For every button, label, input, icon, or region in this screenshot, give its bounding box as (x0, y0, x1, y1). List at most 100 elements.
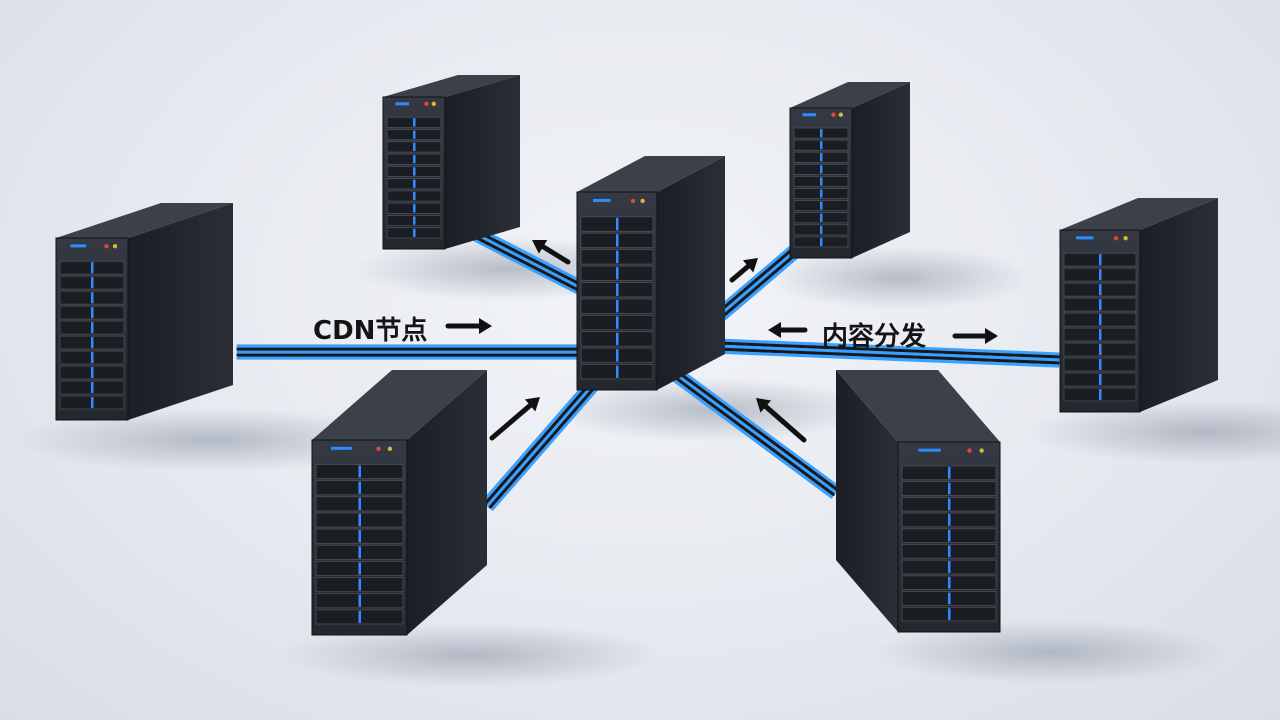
status-led-icon (918, 448, 941, 452)
flow-arrow-head (985, 328, 998, 344)
cable-bottom-right (664, 363, 841, 499)
server-shadow-bottom-left (280, 623, 662, 687)
flow-arrow-head (524, 397, 540, 412)
cable-wire (713, 350, 1060, 368)
drive-led-icon (413, 204, 416, 213)
power-led-icon (640, 198, 645, 204)
edge-server-top-left (382, 75, 520, 250)
server-side-face (128, 203, 233, 420)
drive-led-icon (948, 545, 951, 558)
drive-led-icon (948, 467, 951, 479)
power-led-icon (112, 243, 118, 249)
drive-led-icon (358, 546, 361, 559)
content-distribution-label: 内容分发 (822, 322, 927, 352)
drive-led-icon (820, 129, 823, 138)
flow-arrow-shaft (763, 404, 807, 443)
cable-wire (713, 347, 1060, 365)
server-group (55, 75, 1218, 636)
alert-led-icon (967, 448, 972, 453)
alert-led-icon (630, 198, 636, 204)
flow-arrow-head (768, 322, 781, 338)
cable-wire (473, 238, 584, 297)
server-side-face (836, 370, 898, 632)
drive-led-icon (413, 142, 416, 152)
drive-led-icon (413, 118, 416, 127)
drive-led-icon (413, 130, 416, 139)
flow-arrow-icon (768, 322, 808, 338)
drive-led-icon (820, 237, 823, 246)
drive-led-icon (358, 497, 361, 510)
drive-led-icon (91, 277, 94, 289)
drive-led-icon (358, 610, 361, 623)
drive-led-icon (820, 189, 823, 198)
flow-arrows (445, 239, 998, 443)
server-shadow-left (14, 408, 410, 472)
drive-led-icon (948, 592, 951, 605)
cable-wire (713, 344, 1060, 362)
cable-wire (668, 368, 837, 494)
drive-led-icon (616, 332, 619, 346)
drive-led-icon (358, 594, 361, 607)
status-led-icon (331, 446, 352, 450)
status-led-icon (70, 244, 87, 248)
flow-arrow-icon (445, 318, 492, 334)
edge-server-bottom-right (836, 370, 1001, 633)
alert-led-icon (424, 101, 429, 107)
drive-led-icon (948, 498, 951, 511)
drive-led-icon (358, 465, 361, 478)
drive-led-icon (948, 576, 951, 589)
cdn-node-label: CDN节点 (313, 316, 428, 346)
drive-led-icon (616, 283, 619, 296)
flow-arrow-head (532, 239, 548, 254)
drive-led-icon (616, 234, 619, 247)
drive-led-icon (948, 608, 951, 620)
drive-led-icon (1099, 389, 1102, 400)
drive-led-icon (413, 228, 416, 237)
cable-wire (713, 341, 1060, 359)
drive-led-icon (616, 349, 619, 362)
drive-led-icon (91, 322, 94, 334)
drive-led-icon (413, 155, 416, 164)
drive-led-icon (358, 481, 361, 494)
drive-led-icon (1099, 314, 1102, 326)
power-led-icon (1123, 235, 1128, 241)
drive-led-icon (358, 513, 361, 527)
server-side-face (445, 75, 520, 249)
server-top-face (312, 370, 487, 440)
server-side-face (657, 156, 725, 390)
drive-led-icon (1099, 299, 1102, 311)
drive-led-icon (820, 165, 823, 174)
central-server (576, 156, 725, 391)
drive-led-icon (616, 250, 619, 264)
flow-arrow-head (742, 258, 758, 273)
cable-wire (477, 230, 588, 289)
server-top-face (577, 156, 725, 192)
cable-wire (664, 373, 834, 499)
drive-led-icon (413, 191, 416, 201)
power-led-icon (979, 448, 984, 453)
power-led-icon (387, 446, 393, 451)
drive-led-icon (91, 262, 94, 274)
status-led-icon (395, 102, 410, 106)
drive-led-icon (413, 179, 416, 188)
edge-server-top-right (789, 82, 910, 259)
server-side-face (1140, 198, 1218, 412)
cable-wire (670, 365, 839, 492)
server-top-face (790, 82, 910, 108)
drive-led-icon (91, 337, 94, 349)
cable-left (236, 344, 580, 360)
server-top-face (56, 203, 233, 238)
drive-led-icon (1099, 359, 1102, 371)
status-led-icon (802, 113, 817, 117)
drive-led-icon (948, 482, 951, 495)
server-side-face (852, 82, 910, 258)
flow-arrow-shaft (540, 244, 571, 265)
drive-led-icon (616, 365, 619, 378)
flow-arrow-head (756, 398, 772, 413)
alert-led-icon (376, 446, 381, 451)
drive-led-icon (616, 217, 619, 231)
drive-led-icon (820, 225, 823, 234)
drive-led-icon (358, 562, 361, 575)
edge-server-bottom-left (311, 370, 487, 636)
power-led-icon (838, 112, 844, 117)
